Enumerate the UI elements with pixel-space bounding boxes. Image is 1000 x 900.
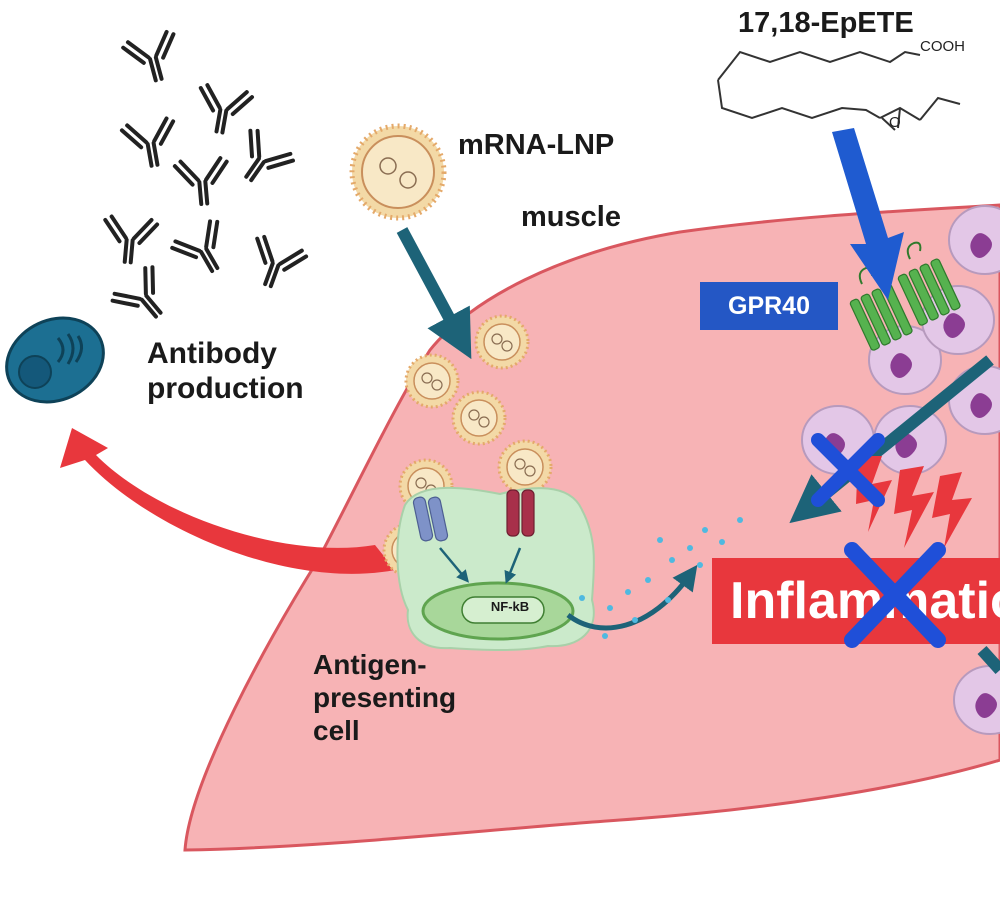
antibody-cluster [99,28,310,334]
apc-line-3: cell [313,715,360,747]
block-x-icon [811,433,885,507]
cytokine-release-arrow [566,564,698,631]
inflammation-label: Inflammation [712,558,1000,644]
tlr-receptor-red [506,489,535,537]
tissue-label: muscle [521,201,621,233]
suppression-arrow-lower [977,645,1000,675]
mrna-lnp-icon [349,123,447,221]
carboxyl-label: COOH [920,38,965,55]
vaccine-label: mRNA-LNP [458,129,615,161]
signal-arrow-right [504,547,522,584]
cytokine-dots [579,517,743,639]
epete-arrow [832,128,904,300]
antibody-production-label: Antibody production [147,336,304,407]
apc-line-2: presenting [313,682,457,714]
lnp-entry-arrow [396,227,472,360]
tlr-receptor-blue [412,496,449,542]
plasma-cell-icon [5,316,105,404]
apc-label: Antigen- presenting cell [313,648,456,747]
signal-arrow-left [439,547,470,583]
gpr40-label: GPR40 [700,282,838,330]
antibody-arrow [60,428,395,574]
compound-label: 17,18-EpETE [738,7,914,39]
nfkb-label: NF-kB [490,599,530,614]
antibody-line-2: production [147,372,304,406]
nfkb-box [461,596,545,624]
apc-line-1: Antigen- [313,649,427,680]
epete-structure-icon [717,50,961,131]
epoxide-oxygen-label: O [889,114,901,131]
antibody-line-1: Antibody [147,337,277,370]
